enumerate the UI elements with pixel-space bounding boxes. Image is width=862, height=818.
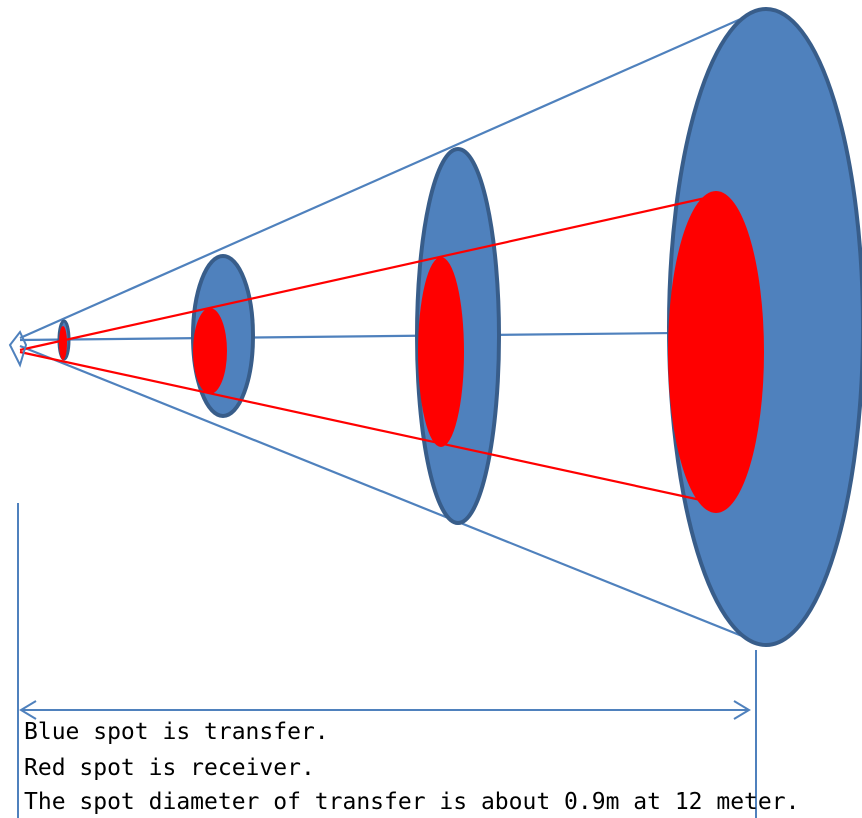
- diamond-icon: [8, 330, 28, 368]
- legend-line-transfer: Blue spot is transfer.: [24, 719, 329, 745]
- receiver-cone-upper-line: [19, 195, 711, 352]
- arrow-left-icon: [19, 700, 37, 720]
- arrow-right-icon: [733, 700, 751, 720]
- transfer-cone-lower-line: [19, 344, 753, 642]
- legend-line-spot-diameter: The spot diameter of transfer is about 0…: [24, 789, 800, 815]
- receiver-spot-1: [59, 326, 67, 360]
- transfer-cone-upper-line: [19, 12, 753, 340]
- receiver-spot-2: [193, 308, 227, 394]
- legend-line-receiver: Red spot is receiver.: [24, 755, 315, 781]
- receiver-spot-4: [668, 191, 764, 513]
- receiver-spot-3: [418, 257, 464, 447]
- spot-4: [667, 7, 862, 647]
- spot-2: [191, 254, 255, 418]
- receiver-cone-lower-line: [19, 350, 711, 504]
- spot-3: [415, 147, 501, 525]
